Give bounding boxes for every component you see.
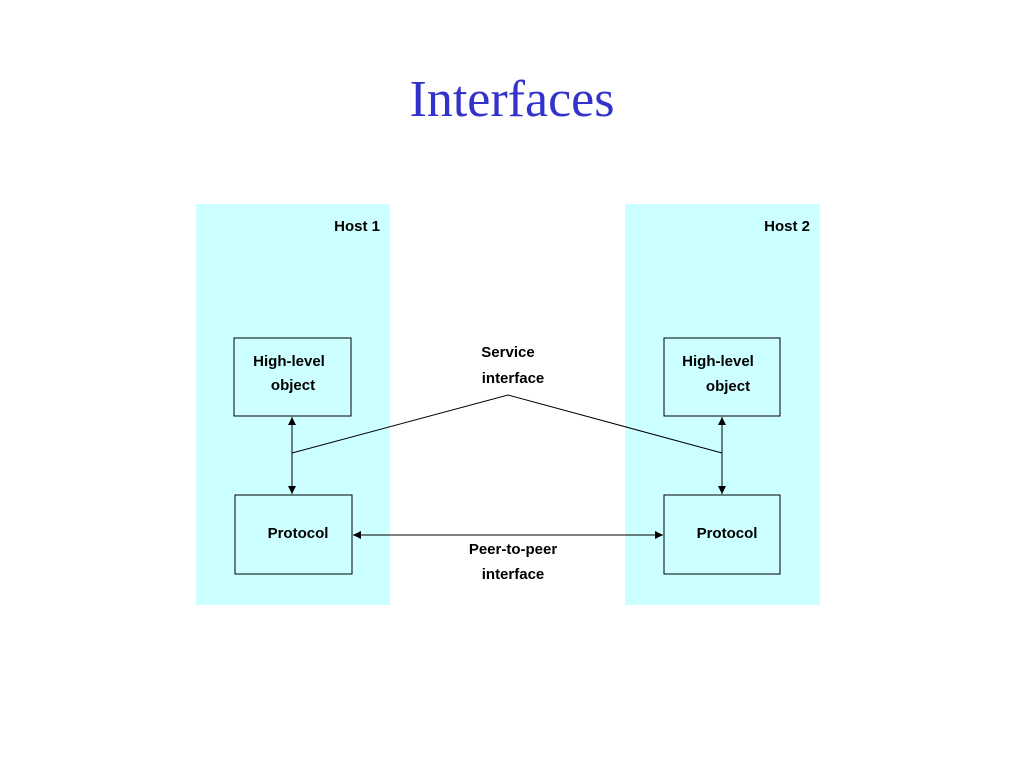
host-2-label: Host 2 — [764, 218, 810, 235]
host-2-panel — [625, 204, 820, 605]
host-2-protocol-label: Protocol — [697, 525, 758, 542]
host-1-protocol-label: Protocol — [268, 525, 329, 542]
host-1-high-level-line1: High-level — [253, 353, 325, 370]
host-2-high-level-line2: object — [706, 378, 750, 395]
service-interface-line2: interface — [482, 370, 545, 387]
host-2-high-level-object-box — [663, 337, 781, 417]
host-1-protocol-box — [234, 494, 353, 575]
peer-interface-line2: interface — [482, 566, 545, 583]
service-interface-lines — [291, 394, 723, 454]
slide-title: Interfaces — [409, 71, 615, 128]
host-1-high-level-object-box — [233, 337, 352, 417]
host-1-panel — [196, 204, 390, 605]
host-1-high-level-line2: object — [271, 377, 315, 394]
service-interface-line1: Service — [481, 344, 534, 361]
host-2-high-level-line1: High-level — [682, 353, 754, 370]
peer-interface-line1: Peer-to-peer — [469, 541, 558, 558]
host-1-label: Host 1 — [334, 218, 380, 235]
host-2-protocol-box — [663, 494, 781, 575]
